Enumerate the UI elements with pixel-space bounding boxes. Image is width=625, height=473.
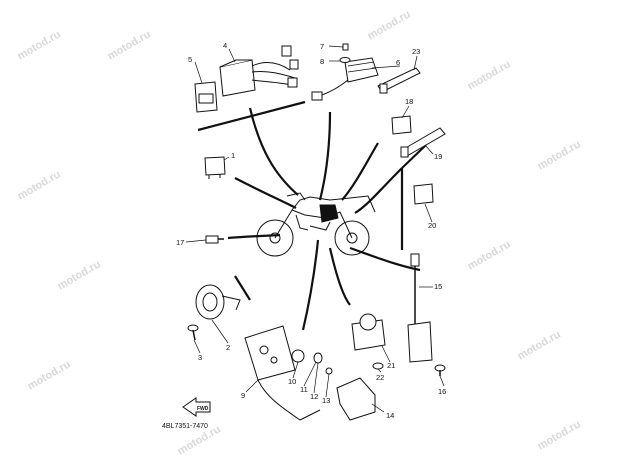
cable-band-19-part — [400, 127, 446, 158]
connector-part — [194, 81, 218, 113]
bolt-16-part — [434, 364, 446, 376]
fwd-arrow: FWD — [182, 397, 211, 417]
part-number-label: 21 — [387, 361, 395, 370]
watermark-text: motod.ru — [466, 238, 513, 272]
part-number-label: 2 — [226, 343, 230, 352]
cable-band-part — [377, 67, 421, 94]
part-number-label: 14 — [386, 411, 394, 420]
rectifier-regulator-part — [311, 43, 379, 101]
watermark-text: motod.ru — [536, 138, 583, 172]
part-number-label: 22 — [376, 373, 384, 382]
relay-part — [204, 156, 226, 179]
connector-18-part — [391, 115, 412, 135]
watermark-text: motod.ru — [536, 418, 583, 452]
watermark-text: motod.ru — [516, 328, 563, 362]
part-number-label: 7 — [320, 42, 324, 51]
part-number-label: 6 — [396, 58, 400, 67]
part-number-label: 9 — [241, 391, 245, 400]
control-unit-part — [244, 325, 321, 421]
connector-20-part — [413, 183, 434, 205]
watermark-text: motod.ru — [26, 358, 73, 392]
part-number-label: 8 — [320, 57, 324, 66]
horn-part — [195, 284, 241, 320]
part-number-label: 10 — [288, 377, 296, 386]
watermark-text: motod.ru — [366, 8, 413, 42]
watermark-text: motod.ru — [56, 258, 103, 292]
part-number-label: 15 — [434, 282, 442, 291]
bolt-3-part — [187, 324, 199, 341]
part-number-label: 3 — [198, 353, 202, 362]
part-number-label: 13 — [322, 396, 330, 405]
motorcycle-illustration — [256, 192, 376, 257]
part-number-labels: 1 2 3 4 5 6 7 8 9 10 11 12 13 14 15 16 1… — [176, 41, 446, 420]
part-number-label: 5 — [188, 55, 192, 64]
part-number-label: 20 — [428, 221, 436, 230]
hardware-parts — [291, 349, 333, 375]
group-boundary-lines — [197, 100, 427, 331]
part-number-label: 4 — [223, 41, 227, 50]
part-number-label: 1 — [231, 151, 235, 160]
cover-part — [336, 377, 376, 421]
part-number-label: 17 — [176, 238, 184, 247]
watermark-text: motod.ru — [466, 58, 513, 92]
diagram-code: 4BL7351-7470 — [162, 423, 208, 430]
sensor-lead-part — [407, 253, 433, 363]
unit-21-part — [351, 313, 386, 351]
bolt-22-part — [372, 362, 384, 370]
fwd-label: FWD — [197, 406, 209, 412]
leader-lines — [185, 45, 445, 413]
part-number-label: 18 — [405, 97, 413, 106]
part-number-label: 23 — [412, 47, 420, 56]
watermark-text: motod.ru — [106, 28, 153, 62]
bolt-17-part — [205, 235, 224, 244]
cdi-unit-part — [219, 45, 299, 97]
part-number-label: 12 — [310, 392, 318, 401]
part-number-label: 19 — [434, 152, 442, 161]
part-number-label: 16 — [438, 387, 446, 396]
part-number-label: 11 — [300, 385, 308, 394]
watermark-text: motod.ru — [16, 168, 63, 202]
watermark-text: motod.ru — [16, 28, 63, 62]
